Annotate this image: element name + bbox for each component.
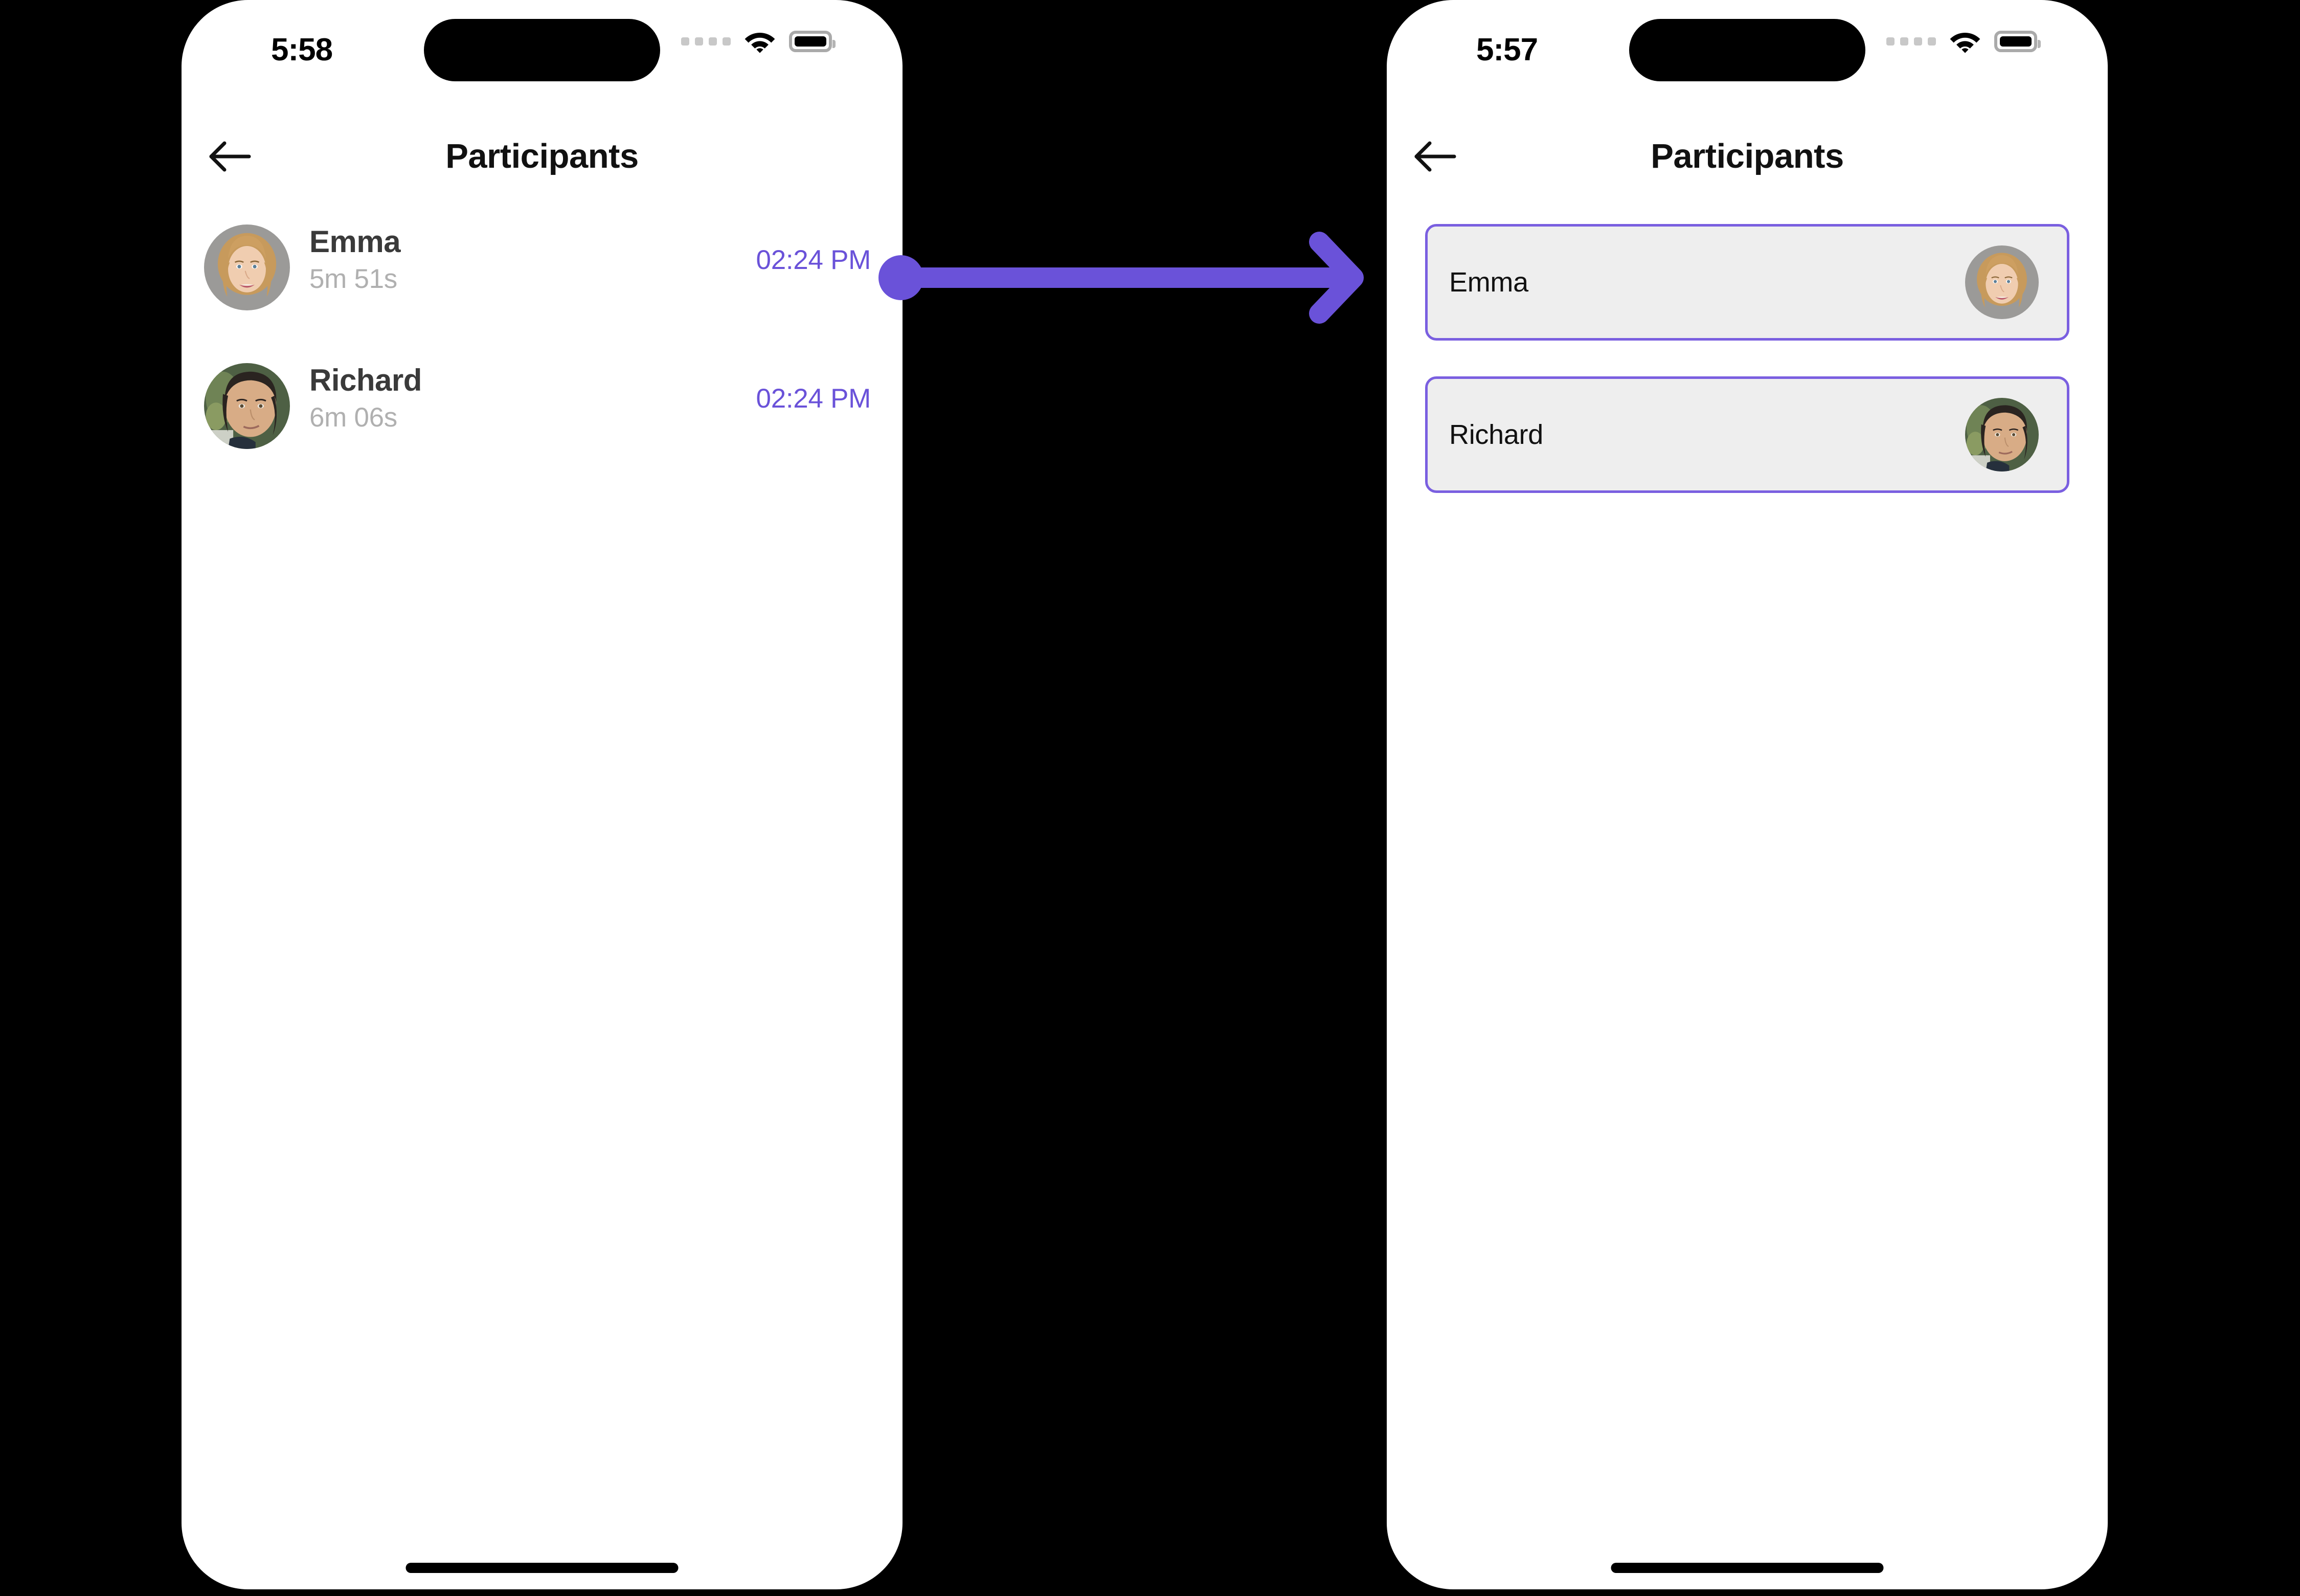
status-bar-left: 5:58	[182, 0, 903, 97]
participant-info: Emma 5m 51s	[309, 224, 401, 295]
cellular-dots-icon	[681, 37, 731, 46]
status-icons	[681, 30, 836, 53]
participant-row-emma[interactable]: Emma 5m 51s 02:24 PM	[182, 220, 903, 315]
participant-timestamp: 02:24 PM	[756, 245, 871, 275]
participant-name: Richard	[1449, 419, 1543, 450]
richard-avatar	[1965, 398, 2039, 471]
phone-left: 5:58 Participants	[182, 0, 903, 1589]
annotation-arrow	[878, 232, 1364, 324]
participant-name: Richard	[309, 363, 422, 397]
battery-icon	[1994, 31, 2041, 52]
page-title: Participants	[1651, 137, 1844, 175]
cellular-dots-icon	[1886, 37, 1936, 46]
status-bar-right: 5:57	[1387, 0, 2108, 97]
page-title: Participants	[445, 137, 639, 175]
status-icons	[1886, 30, 2041, 53]
battery-icon	[789, 31, 836, 52]
richard-avatar	[204, 363, 290, 449]
back-button[interactable]	[205, 133, 261, 179]
nav-bar-right: Participants	[1387, 129, 2108, 191]
arrow-right-icon	[878, 232, 1364, 324]
participant-duration: 6m 06s	[309, 402, 398, 433]
arrow-left-icon	[1414, 141, 1456, 172]
phone-right: 5:57 Participants Emma	[1387, 0, 2108, 1589]
participant-info: Richard 6m 06s	[309, 363, 422, 433]
participants-card-list: Emma	[1387, 224, 2108, 529]
participant-duration: 5m 51s	[309, 263, 398, 294]
emma-avatar	[1965, 245, 2039, 319]
wifi-icon	[744, 30, 776, 53]
arrow-left-icon	[209, 141, 251, 172]
wifi-icon	[1949, 30, 1981, 53]
dynamic-island	[1629, 19, 1865, 81]
participant-timestamp: 02:24 PM	[756, 384, 871, 414]
participants-list: Emma 5m 51s 02:24 PM	[182, 220, 903, 497]
participant-card-emma[interactable]: Emma	[1425, 224, 2069, 341]
status-time: 5:58	[271, 32, 333, 68]
participant-name: Emma	[309, 224, 401, 259]
participant-row-richard[interactable]: Richard 6m 06s 02:24 PM	[182, 358, 903, 454]
dynamic-island	[424, 19, 660, 81]
nav-bar-left: Participants	[182, 129, 903, 191]
home-indicator	[1611, 1563, 1884, 1573]
home-indicator	[405, 1563, 679, 1573]
back-button[interactable]	[1410, 133, 1467, 179]
status-time: 5:57	[1476, 32, 1538, 68]
participant-card-richard[interactable]: Richard	[1425, 376, 2069, 493]
participant-name: Emma	[1449, 267, 1528, 298]
emma-avatar	[204, 224, 290, 310]
